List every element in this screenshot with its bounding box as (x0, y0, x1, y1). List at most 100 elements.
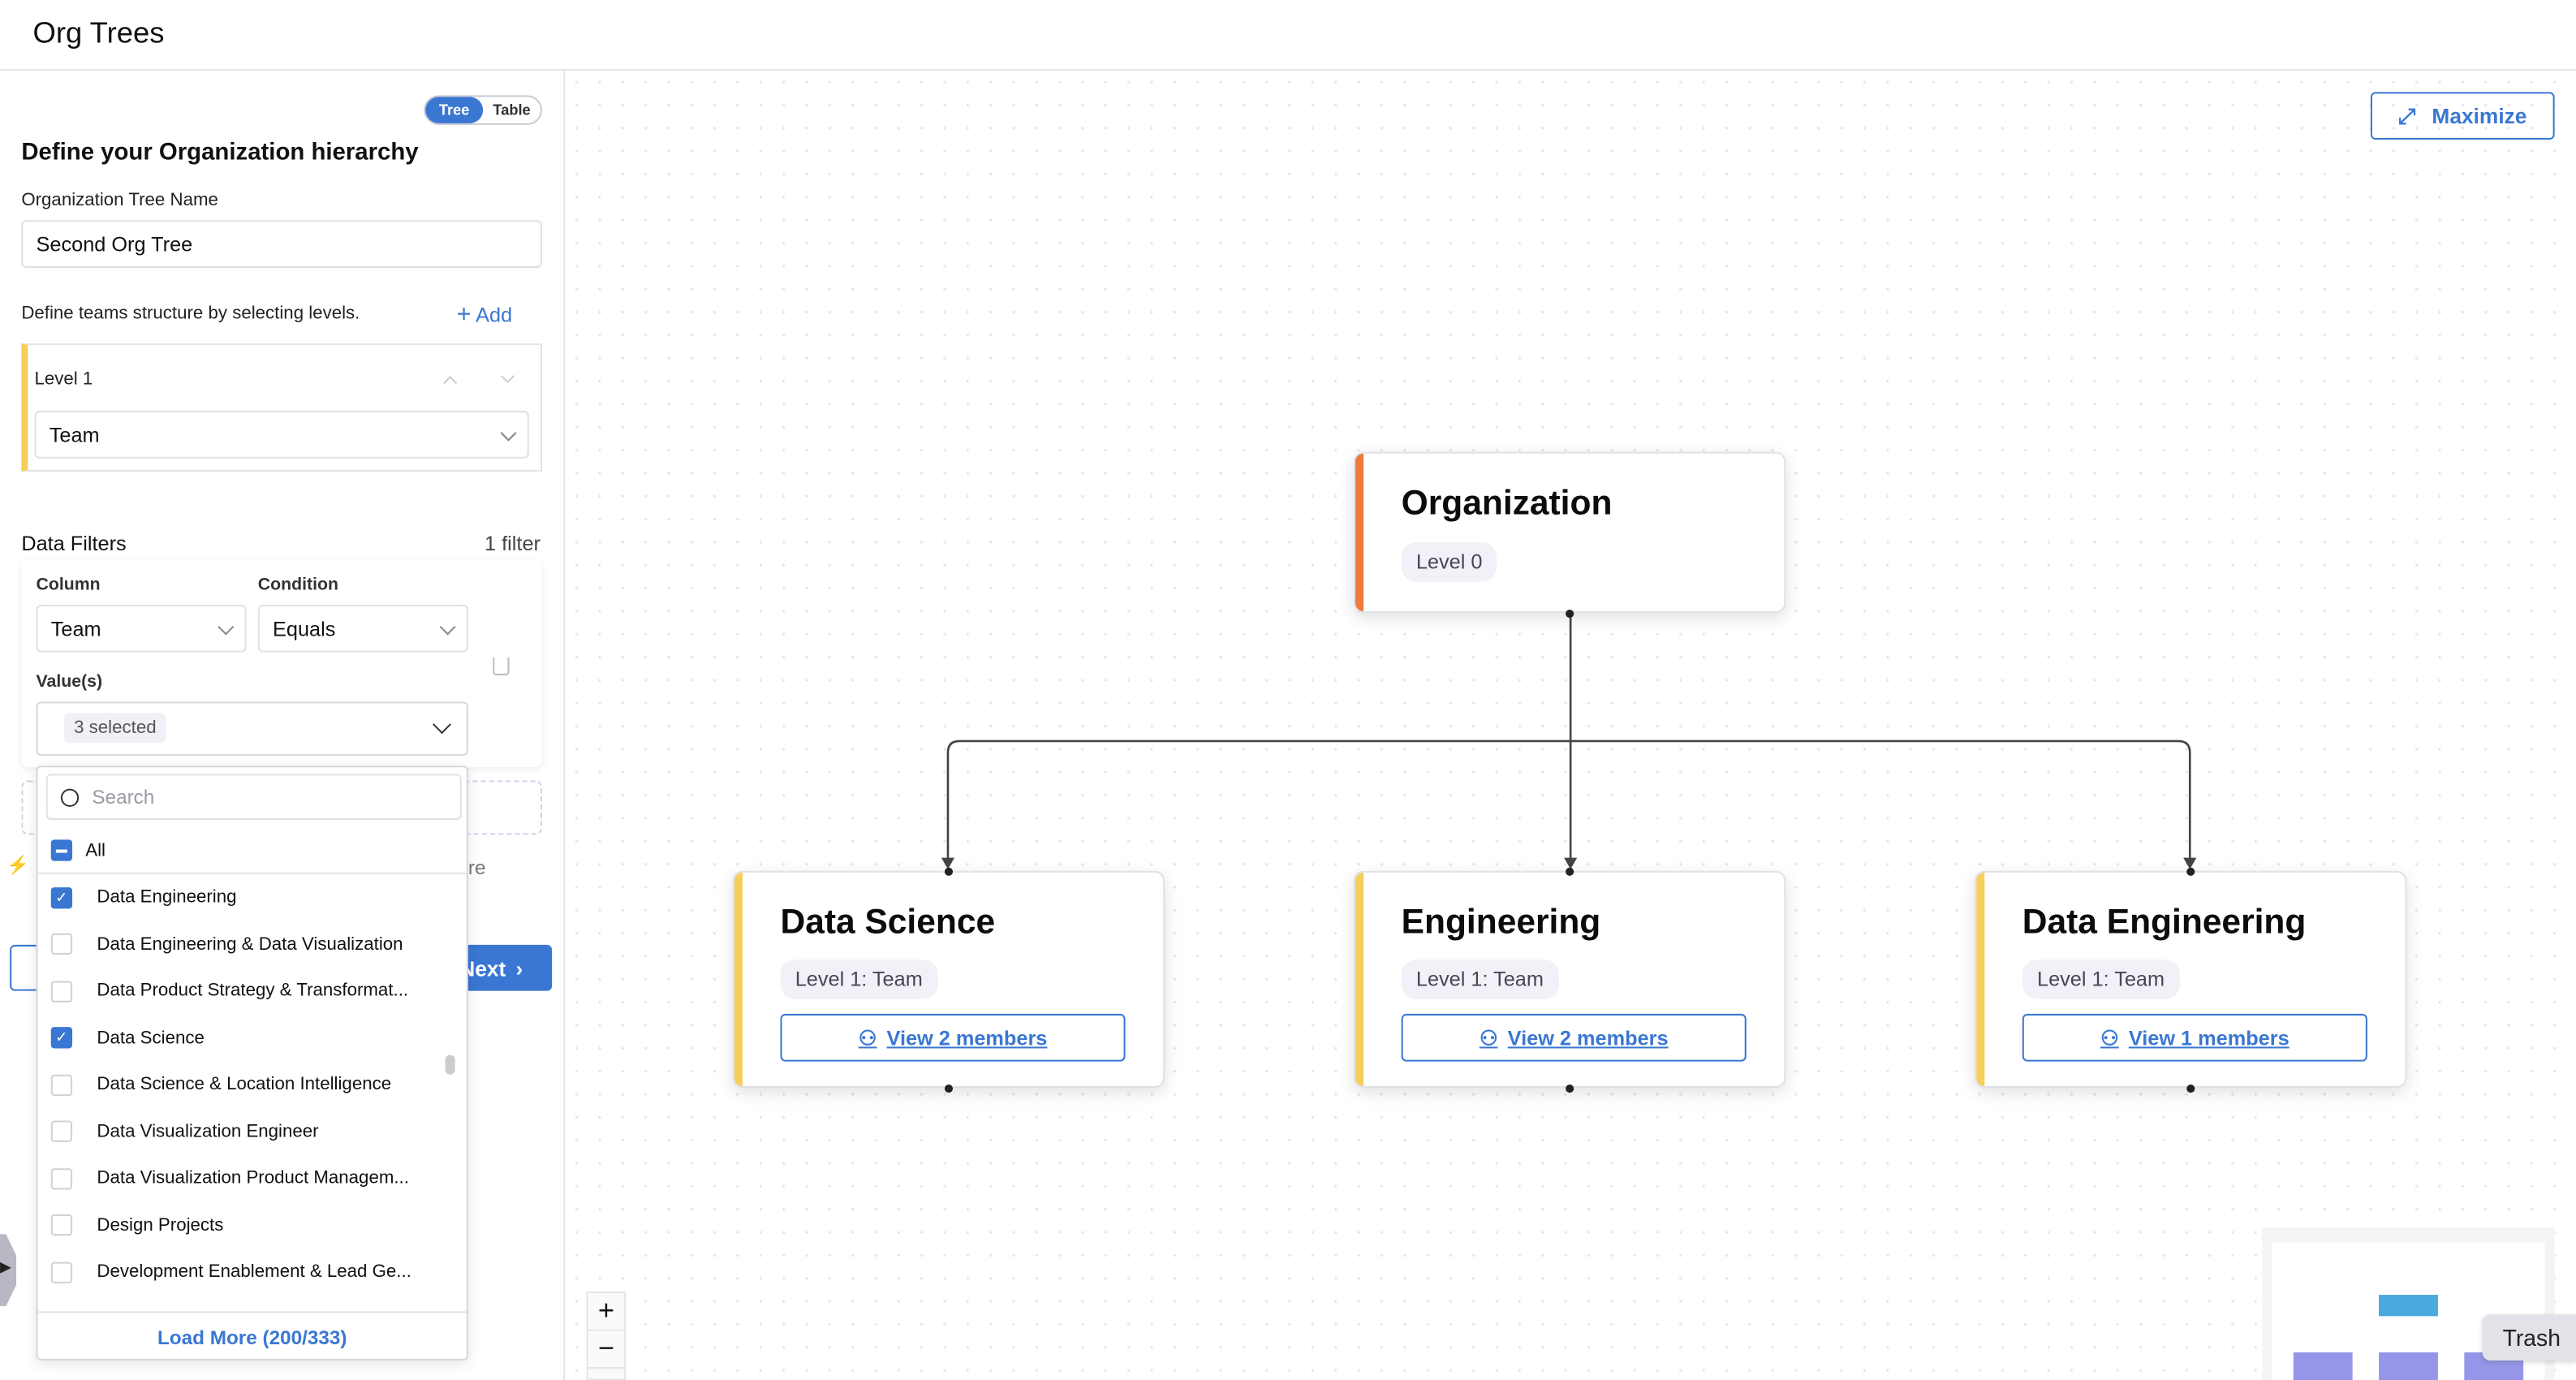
side-handle[interactable]: ▶ (0, 1234, 17, 1307)
app-header: Org Trees (0, 0, 2576, 71)
tree-canvas[interactable]: ⤢ Maximize Organization Level 0 Data Scie… (565, 71, 2576, 1380)
column-label: Column (36, 575, 101, 595)
condition-select[interactable]: Equals (257, 604, 468, 653)
node-accent (1976, 872, 1985, 1086)
arrow-icon (2183, 857, 2197, 869)
members-label: View 1 members (2128, 1026, 2290, 1050)
node-title: Data Science (780, 903, 996, 942)
node-accent (1355, 453, 1364, 612)
level-pill: Level 1: Team (780, 960, 938, 999)
filter-card: Column Condition Team Equals Value(s) 3 … (21, 560, 542, 768)
option-item[interactable]: ✓ Data Engineering (38, 874, 442, 921)
selected-chip: 3 selected (63, 713, 166, 743)
trash-tooltip: Trash (2482, 1314, 2576, 1361)
move-down-icon[interactable] (500, 369, 515, 384)
column-value: Team (50, 617, 101, 640)
option-item[interactable]: Data Product Strategy & Transformat... (38, 968, 442, 1014)
zoom-in-button[interactable]: + (588, 1293, 625, 1331)
filters-title: Data Filters (21, 532, 127, 556)
expand-icon: ⤢ (2398, 102, 2416, 127)
levels-hint: Define teams structure by selecting leve… (21, 304, 360, 324)
checkbox[interactable]: ✓ (50, 1027, 73, 1049)
maximize-button[interactable]: ⤢ Maximize (2370, 92, 2555, 140)
level-pill: Level 0 (1401, 541, 1497, 582)
level-label: Level 1 (34, 369, 93, 390)
node-handle[interactable] (944, 1084, 954, 1093)
tree-name-value: Second Org Tree (36, 232, 193, 256)
option-item[interactable]: Data Science & Location Intelligence (38, 1062, 442, 1108)
level-select[interactable]: Team (34, 411, 529, 459)
node-handle[interactable] (944, 867, 954, 876)
view-members-button[interactable]: ⚇View 1 members (2022, 1013, 2367, 1062)
plus-icon: + (456, 300, 472, 329)
users-icon: ⚇ (1479, 1027, 1498, 1050)
members-label: View 2 members (886, 1026, 1048, 1050)
minimap-child-node (2293, 1352, 2353, 1380)
node-title: Organization (1401, 485, 1613, 523)
values-multiselect[interactable]: 3 selected (36, 701, 468, 757)
search-input[interactable]: Search (45, 774, 462, 821)
trash-icon[interactable] (493, 657, 510, 675)
node-team[interactable]: Engineering Level 1: Team ⚇View 2 member… (1353, 870, 1786, 1089)
move-up-icon[interactable] (443, 376, 458, 390)
option-item[interactable]: Data Visualization Engineer (38, 1108, 442, 1154)
checkbox[interactable] (50, 1167, 73, 1189)
tree-name-input[interactable]: Second Org Tree (21, 220, 542, 268)
option-label: Data Science & Location Intelligence (97, 1074, 392, 1095)
option-label: Data Product Strategy & Transformat... (97, 981, 409, 1001)
option-item[interactable]: Data Engineering & Data Visualization (38, 921, 442, 968)
option-label: Data Engineering & Data Visualization (97, 934, 403, 955)
node-team[interactable]: Data Science Level 1: Team ⚇View 2 membe… (732, 870, 1165, 1089)
node-accent (1355, 872, 1364, 1086)
scrollbar-thumb[interactable] (445, 1054, 455, 1075)
add-level-button[interactable]: + Add (457, 300, 512, 328)
load-more-button[interactable]: Load More (200/333) (37, 1311, 467, 1361)
node-organization[interactable]: Organization Level 0 (1353, 451, 1786, 614)
option-label: Data Engineering (97, 887, 237, 908)
node-team[interactable]: Data Engineering Level 1: Team ⚇View 1 m… (1975, 870, 2407, 1089)
check-icon: ✓ (55, 1029, 68, 1046)
arrow-icon (941, 857, 955, 869)
maximize-label: Maximize (2432, 103, 2527, 128)
node-accent (734, 872, 743, 1086)
view-members-button[interactable]: ⚇View 2 members (1401, 1013, 1747, 1062)
checkbox[interactable] (50, 980, 73, 1002)
tab-tree[interactable]: Tree (425, 97, 484, 123)
checkbox[interactable] (50, 1120, 73, 1142)
check-icon: ✓ (55, 888, 68, 905)
condition-value: Equals (273, 617, 336, 640)
node-handle[interactable] (1566, 1084, 1574, 1093)
level-pill: Level 1: Team (2022, 960, 2180, 999)
option-item[interactable]: Development Enablement & Lead Ge... (38, 1248, 442, 1295)
checkbox[interactable]: ✓ (50, 886, 73, 908)
option-item[interactable]: Design Projects (38, 1202, 442, 1248)
filters-count: 1 filter (485, 532, 541, 556)
node-title: Data Engineering (2022, 903, 2307, 942)
checkbox[interactable] (50, 1261, 73, 1283)
checkbox[interactable] (50, 933, 73, 955)
zoom-out-button[interactable]: − (588, 1331, 625, 1369)
zoom-controls: + − (586, 1292, 627, 1380)
add-label: Add (476, 304, 513, 327)
node-handle[interactable] (1566, 867, 1574, 876)
tab-table[interactable]: Table (493, 101, 531, 119)
select-all-row[interactable]: All (37, 828, 467, 874)
indeterminate-checkbox[interactable] (50, 839, 73, 861)
node-handle[interactable] (2186, 867, 2195, 876)
chevron-down-icon (500, 424, 517, 441)
node-handle[interactable] (2186, 1084, 2195, 1093)
checkbox[interactable] (50, 1073, 73, 1096)
chevron-down-icon (218, 618, 235, 635)
level-card: Level 1 Team (21, 343, 542, 472)
option-item[interactable]: ✓Data Science (38, 1015, 442, 1061)
view-members-button[interactable]: ⚇View 2 members (780, 1013, 1126, 1062)
all-label: All (85, 840, 106, 860)
play-icon: ▶ (0, 1258, 12, 1275)
checkbox[interactable] (50, 1214, 73, 1236)
search-icon (60, 787, 80, 806)
column-select[interactable]: Team (36, 604, 247, 653)
node-handle[interactable] (1566, 609, 1574, 619)
option-item[interactable]: Data Visualization Product Managem... (38, 1155, 442, 1201)
minimap-root-node (2379, 1295, 2438, 1317)
view-toggle[interactable]: Tree Table (424, 95, 542, 125)
